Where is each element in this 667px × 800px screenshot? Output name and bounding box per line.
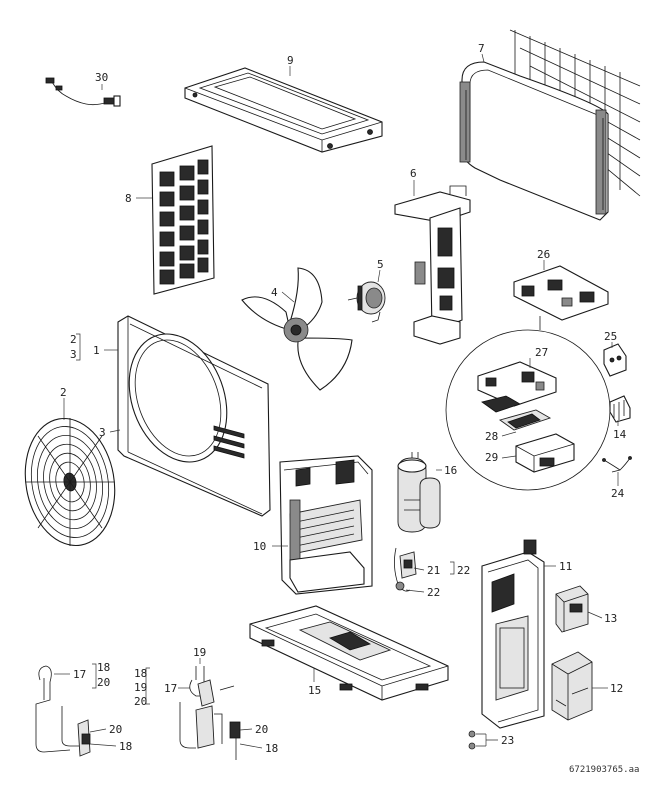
callout-12: 12 [610,682,623,695]
callout-26: 26 [537,248,550,261]
callout-27: 27 [535,346,548,359]
callout-23: 23 [501,734,514,747]
callout-22: 22 [427,586,440,599]
callout-17-left: 17 [73,668,86,681]
callout-1: 1 [93,344,100,357]
part-5-fan-motor [347,281,386,323]
callout-18-mid: 18 [265,742,278,755]
part-24-wire [602,456,632,473]
callout-17-mid-sub-20: 20 [134,695,147,708]
part-2-fan-guard [24,417,116,547]
callout-17-mid: 17 [164,682,177,695]
part-10-partition [279,455,373,595]
callout-2: 2 [60,386,67,399]
callout-15: 15 [308,684,321,697]
pipe-assembly-left [35,665,91,757]
callout-1-sub-2: 2 [70,333,77,346]
callout-18-left: 18 [119,740,132,753]
part-16-compressor [397,452,441,533]
callout-25: 25 [604,330,617,343]
callout-10: 10 [253,540,266,553]
part-21-valve [394,547,417,592]
part-7-condenser-coil [459,29,641,221]
callout-7: 7 [478,42,485,55]
callout-19: 19 [193,646,206,659]
callout-4: 4 [271,286,278,299]
part-25-sensor [603,343,627,377]
part-13-valve-cover [555,585,589,633]
callout-21-sub-22: 22 [457,564,470,577]
callout-20-mid: 20 [255,723,268,736]
callout-20-left: 20 [109,723,122,736]
callout-3: 3 [99,426,106,439]
callout-17-left-sub-20: 20 [97,676,110,689]
part-12-rear-cover [551,651,593,721]
part-26-pcb [513,265,609,330]
callout-8: 8 [125,192,132,205]
parts-27-29-detail-group [445,329,611,491]
part-4-fan-blade [241,267,353,391]
callout-17-left-sub-18: 18 [97,661,110,674]
leader-lines [54,53,619,749]
callout-28: 28 [485,430,498,443]
callout-1-sub-3: 3 [70,348,77,361]
callout-30: 30 [95,71,108,84]
callout-14: 14 [613,428,627,441]
callout-17-mid-sub-19: 19 [134,681,147,694]
callout-29: 29 [485,451,498,464]
callout-labels: 30 9 7 8 6 5 4 26 1 2 3 2 3 25 27 14 28 … [60,42,639,775]
part-30-cable [45,77,121,107]
callout-16: 16 [444,464,457,477]
callout-24: 24 [611,487,625,500]
callout-5: 5 [377,258,384,271]
part-8-side-grille [151,145,215,295]
part-14-terminal-block [609,395,631,423]
part-15-base-pan [249,605,449,701]
callout-21: 21 [427,564,440,577]
callout-17-mid-sub-18: 18 [134,667,147,680]
part-1-front-panel [117,315,271,517]
pipe-assembly-middle [179,666,241,760]
callout-11: 11 [559,560,572,573]
callout-13: 13 [604,612,617,625]
callout-9: 9 [287,54,294,67]
part-11-side-panel [481,539,545,729]
part-23-screws [468,730,476,750]
part-6-control-bracket [394,185,471,345]
callout-6: 6 [410,167,417,180]
part-9-top-cover [184,67,383,153]
document-number: 6721903765.aa [569,765,639,775]
